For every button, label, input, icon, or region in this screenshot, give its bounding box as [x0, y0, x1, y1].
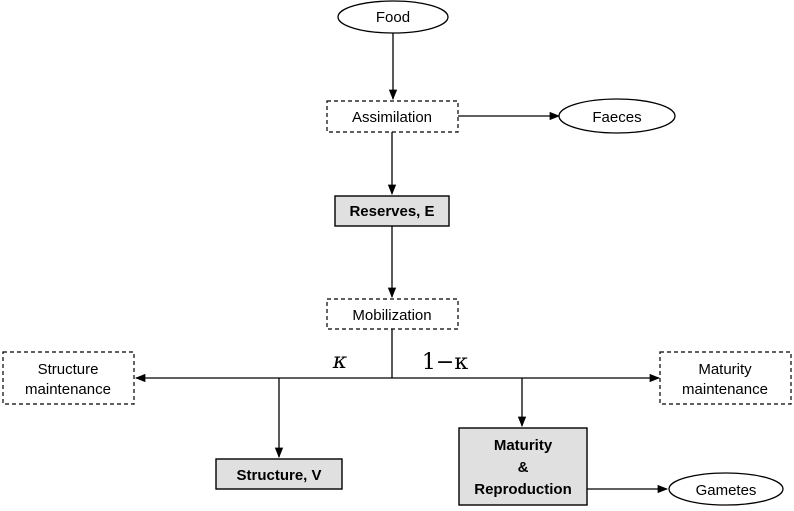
- node-maturity-maintenance-line1: Maturity: [698, 361, 752, 378]
- node-food: Food: [337, 0, 449, 34]
- node-food-label: Food: [376, 9, 410, 26]
- node-structure-label: Structure, V: [236, 467, 321, 484]
- node-mobilization: Mobilization: [326, 298, 459, 330]
- node-assimilation: Assimilation: [326, 100, 459, 133]
- node-structure-maintenance-line2: maintenance: [25, 381, 111, 398]
- node-maturity-reproduction: Maturity & Reproduction: [458, 427, 588, 506]
- node-faeces: Faeces: [558, 98, 676, 134]
- node-gametes-label: Gametes: [696, 482, 757, 499]
- node-reserves: Reserves, E: [334, 195, 450, 227]
- node-structure: Structure, V: [215, 458, 343, 490]
- node-maturity-maintenance-line2: maintenance: [682, 381, 768, 398]
- node-structure-maintenance-line1: Structure: [38, 361, 99, 378]
- node-reserves-label: Reserves, E: [349, 203, 434, 220]
- node-maturity-reproduction-line2: &: [518, 459, 529, 476]
- node-maturity-reproduction-line3: Reproduction: [474, 481, 572, 498]
- node-structure-maintenance: Structure maintenance: [2, 351, 135, 405]
- node-mobilization-label: Mobilization: [352, 307, 431, 324]
- node-assimilation-label: Assimilation: [352, 109, 432, 126]
- node-maturity-maintenance: Maturity maintenance: [659, 351, 792, 405]
- node-gametes: Gametes: [668, 472, 784, 506]
- node-maturity-reproduction-line1: Maturity: [494, 437, 553, 454]
- node-faeces-label: Faeces: [592, 109, 641, 126]
- branch-label-one-minus-kappa: 1−κ: [422, 350, 468, 375]
- branch-label-kappa: κ: [332, 349, 348, 374]
